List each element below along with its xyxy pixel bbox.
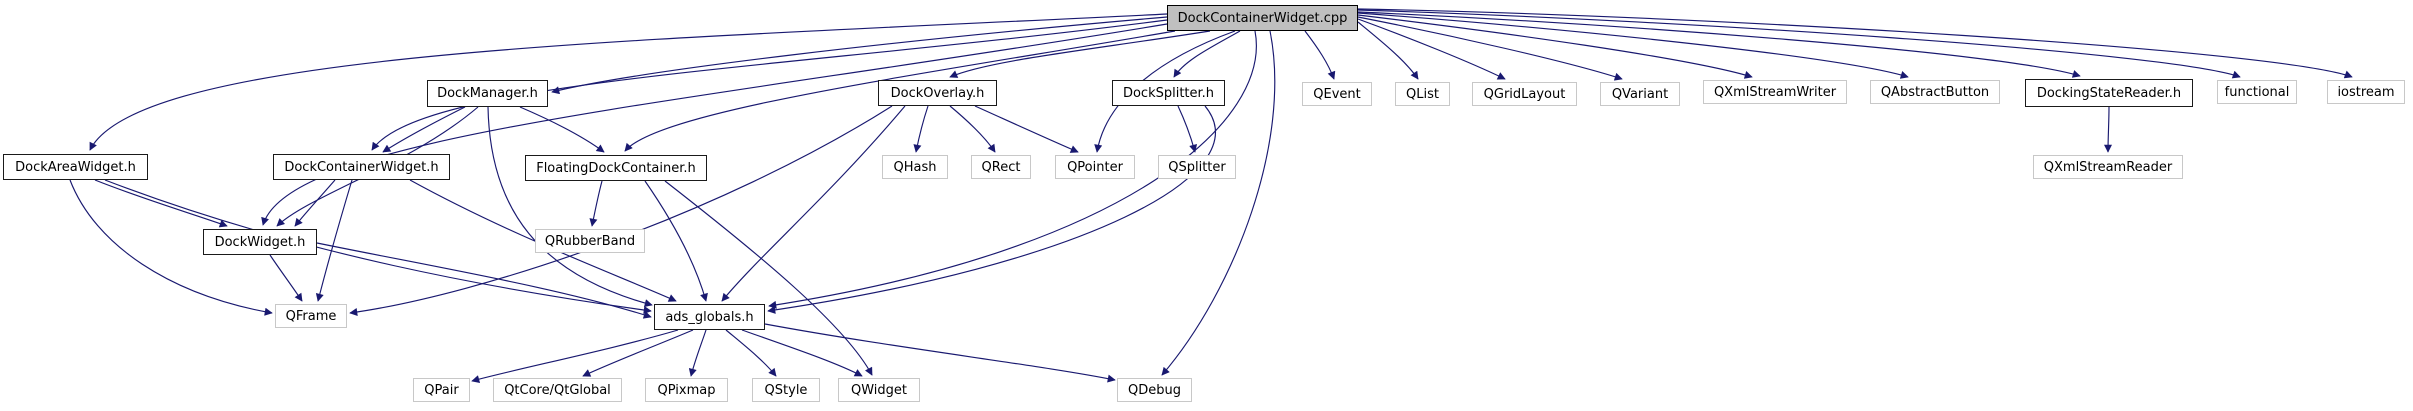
edge-DockAreaWidget_h-to-ads_globals_h [104, 179, 652, 314]
edge-root-to-QXmlStreamWriter [1357, 14, 1753, 79]
edge-ads_globals_h-to-QPixmap [688, 329, 707, 377]
edge-root-to-ads_globals_h [768, 30, 1257, 309]
edge-root-to-QAbstractButton [1357, 12, 1909, 79]
edge-DockOverlay_h-to-QRect [949, 105, 996, 153]
node-DockingStateReader_h[interactable]: DockingStateReader.h [2025, 79, 2193, 107]
edge-DockOverlay_h-to-ads_globals_h [721, 105, 906, 302]
node-ads_globals_h[interactable]: ads_globals.h [654, 304, 765, 330]
node-DockSplitter_h[interactable]: DockSplitter.h [1112, 80, 1225, 106]
edge-root-to-FloatingDockContainer_h [624, 30, 1176, 152]
node-QFrame: QFrame [275, 304, 347, 328]
edge-root-to-DockManager_h [551, 16, 1168, 95]
node-iostream: iostream [2327, 80, 2405, 104]
node-QRect: QRect [971, 155, 1031, 179]
node-FloatingDockContainer_h[interactable]: FloatingDockContainer.h [525, 155, 707, 181]
node-QPointer: QPointer [1055, 155, 1135, 179]
edge-root-to-iostream [1357, 8, 2353, 79]
node-QtCoreQtGlobal: QtCore/QtGlobal [493, 378, 622, 402]
edge-DockWidget_h-to-ads_globals_h [316, 242, 652, 319]
node-QGridLayout: QGridLayout [1472, 82, 1577, 106]
edge-root-to-QVariant [1357, 16, 1623, 81]
node-QAbstractButton: QAbstractButton [1870, 80, 2000, 104]
node-functional: functional [2217, 80, 2297, 104]
edge-ads_globals_h-to-QDebug [764, 323, 1116, 383]
edge-root-to-QGridLayout [1357, 18, 1506, 80]
node-QSplitter: QSplitter [1158, 155, 1236, 179]
node-QRubberBand: QRubberBand [535, 229, 645, 253]
edge-ads_globals_h-to-QStyle [725, 329, 777, 377]
edge-DockWidget_h-to-QFrame [269, 254, 303, 302]
node-QPair: QPair [413, 378, 470, 402]
node-root: DockContainerWidget.cpp [1167, 5, 1358, 31]
node-QDebug: QDebug [1117, 378, 1192, 402]
edge-DockAreaWidget_h-to-DockWidget_h [94, 179, 228, 228]
edge-DockAreaWidget_h-to-QFrame [69, 179, 273, 316]
edge-root-to-DockOverlay_h [949, 30, 1211, 78]
edge-root-to-DockWidget_h [261, 23, 1168, 226]
edge-root-to-QList [1357, 21, 1419, 80]
edge-DockManager_h-to-ads_globals_h [487, 106, 653, 308]
edge-root-to-functional [1357, 9, 2241, 79]
edge-DockSplitter_h-to-QSplitter [1177, 105, 1198, 153]
node-QStyle: QStyle [752, 378, 820, 402]
edge-FloatingDockContainer_h-to-QRubberBand [589, 180, 603, 227]
node-QVariant: QVariant [1600, 82, 1680, 106]
edge-DockSplitter_h-to-ads_globals_h [767, 105, 1216, 314]
node-QList: QList [1395, 82, 1450, 106]
edge-root-to-QEvent [1304, 30, 1336, 80]
edge-DockContainerWidget_h-to-QFrame [315, 179, 353, 302]
edge-DockManager_h-to-DockContainerWidget_h [382, 106, 466, 153]
node-DockManager_h[interactable]: DockManager.h [427, 80, 548, 107]
edge-DockingStateReader_h-to-QXmlStreamReader [2103, 106, 2113, 153]
edge-ads_globals_h-to-QWidget [741, 329, 863, 377]
node-DockAreaWidget_h[interactable]: DockAreaWidget.h [3, 154, 148, 180]
edge-FloatingDockContainer_h-to-QWidget [664, 180, 873, 376]
edge-root-to-DockingStateReader_h [1357, 11, 2081, 78]
node-QXmlStreamWriter: QXmlStreamWriter [1703, 80, 1847, 104]
edge-DockContainerWidget_h-to-DockWidget_h [294, 179, 336, 227]
node-DockOverlay_h[interactable]: DockOverlay.h [878, 80, 997, 106]
edge-DockOverlay_h-to-QPointer [974, 105, 1079, 153]
edge-root-to-QDebug [1161, 30, 1276, 376]
edge-DockOverlay_h-to-QHash [913, 105, 929, 153]
node-QWidget: QWidget [838, 378, 920, 402]
node-DockContainerWidget_h[interactable]: DockContainerWidget.h [273, 154, 450, 180]
edge-root-to-DockSplitter_h [1173, 30, 1241, 78]
node-QPixmap: QPixmap [645, 378, 728, 402]
node-QHash: QHash [882, 155, 948, 179]
edge-FloatingDockContainer_h-to-ads_globals_h [644, 180, 708, 302]
node-DockWidget_h[interactable]: DockWidget.h [203, 229, 317, 255]
edge-root-to-DockContainerWidget_h [371, 19, 1168, 151]
edge-ads_globals_h-to-QPair [471, 329, 679, 383]
edge-root-to-DockAreaWidget_h [89, 13, 1168, 151]
node-QXmlStreamReader: QXmlStreamReader [2033, 155, 2183, 179]
edge-DockManager_h-to-FloatingDockContainer_h [519, 106, 605, 153]
node-QEvent: QEvent [1302, 82, 1372, 106]
edge-ads_globals_h-to-QtCoreQtGlobal [582, 329, 694, 377]
